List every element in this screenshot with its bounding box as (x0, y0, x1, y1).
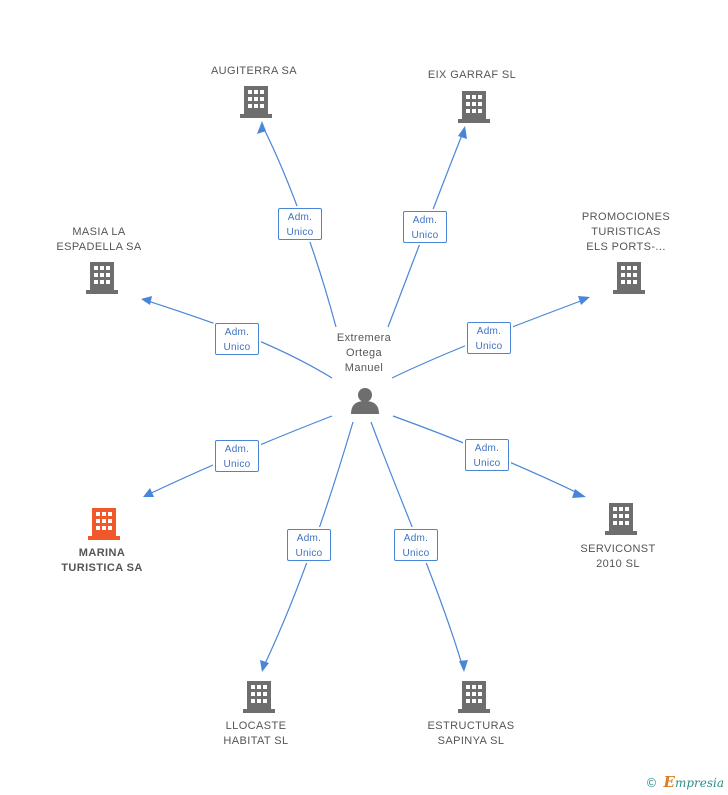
brand-name: mpresia (674, 776, 724, 790)
relation-label-line: Unico (411, 230, 439, 241)
arrowhead-promociones (578, 296, 590, 305)
relation-label-line: Unico (473, 458, 501, 469)
company-name-line: SERVICONST (580, 543, 656, 555)
relation-label-llocaste[interactable]: Adm. Unico (287, 529, 331, 561)
arrowhead-llocaste (260, 660, 269, 672)
arrowhead-augiterra (257, 121, 266, 134)
arrowhead-estructuras (459, 660, 468, 672)
arrowhead-eix-garraf (458, 126, 467, 139)
relation-label-marina[interactable]: Adm. Unico (215, 440, 259, 472)
relation-label-promociones[interactable]: Adm. Unico (467, 322, 511, 354)
relation-label-line: Adm. (224, 327, 250, 338)
company-name-promociones[interactable]: PROMOCIONES TURISTICAS ELS PORTS-... (561, 210, 691, 255)
company-name-line: ELS PORTS-... (586, 241, 666, 253)
relation-label-eix-garraf[interactable]: Adm. Unico (403, 211, 447, 243)
brand-initial: E (663, 773, 675, 791)
relation-label-line: Unico (475, 341, 503, 352)
relation-label-line: Adm. (224, 444, 250, 455)
company-name-line: LLOCASTE (225, 720, 287, 732)
building-windows (94, 90, 637, 703)
relation-label-augiterra[interactable]: Adm. Unico (278, 208, 322, 240)
relation-label-line: Unico (223, 342, 251, 353)
relation-label-estructuras[interactable]: Adm. Unico (394, 529, 438, 561)
company-name-eix-garraf[interactable]: EIX GARRAF SL (407, 68, 537, 83)
person-name[interactable]: Extremera Ortega Manuel (298, 331, 430, 376)
relation-label-line: Unico (286, 227, 314, 238)
relation-label-line: Unico (223, 459, 251, 470)
arrowhead-masia (141, 296, 152, 305)
company-name-line: HABITAT SL (223, 735, 289, 747)
relation-label-line: Unico (295, 548, 323, 559)
empresia-logo: © Empresia (646, 773, 725, 791)
relation-label-masia[interactable]: Adm. Unico (215, 323, 259, 355)
company-name-marina[interactable]: MARINA TURISTICA SA (37, 546, 167, 576)
company-name-line: MASIA LA (72, 226, 126, 238)
company-name-estructuras[interactable]: ESTRUCTURAS SAPINYA SL (406, 719, 536, 749)
relation-label-line: Adm. (474, 443, 500, 454)
company-name-line: SAPINYA SL (437, 735, 505, 747)
company-name-line: TURISTICAS (591, 226, 661, 238)
company-name-line: AUGITERRA SA (210, 65, 298, 77)
person-icon (351, 388, 379, 414)
company-name-serviconst[interactable]: SERVICONST 2010 SL (553, 542, 683, 572)
company-name-line: 2010 SL (596, 558, 640, 570)
person-name-line: Ortega (345, 347, 383, 359)
company-name-line: EIX GARRAF SL (427, 69, 517, 81)
company-name-line: ESTRUCTURAS (427, 720, 515, 732)
company-name-augiterra[interactable]: AUGITERRA SA (189, 64, 319, 79)
copyright-icon: © (645, 776, 658, 790)
relation-label-line: Adm. (287, 212, 313, 223)
company-name-line: TURISTICA SA (61, 562, 143, 574)
relation-label-serviconst[interactable]: Adm. Unico (465, 439, 509, 471)
relation-label-line: Adm. (476, 326, 502, 337)
relation-label-line: Adm. (412, 215, 438, 226)
person-name-line: Manuel (344, 362, 384, 374)
relation-label-line: Unico (402, 548, 430, 559)
company-name-line: MARINA (78, 547, 126, 559)
relation-label-line: Adm. (296, 533, 322, 544)
relation-label-line: Adm. (403, 533, 429, 544)
arrowhead-serviconst (572, 489, 586, 498)
company-name-line: PROMOCIONES (581, 211, 671, 223)
arrowhead-marina (143, 488, 154, 497)
company-name-llocaste[interactable]: LLOCASTE HABITAT SL (191, 719, 321, 749)
company-name-masia[interactable]: MASIA LA ESPADELLA SA (34, 225, 164, 255)
person-name-line: Extremera (336, 332, 392, 344)
company-name-line: ESPADELLA SA (56, 241, 142, 253)
